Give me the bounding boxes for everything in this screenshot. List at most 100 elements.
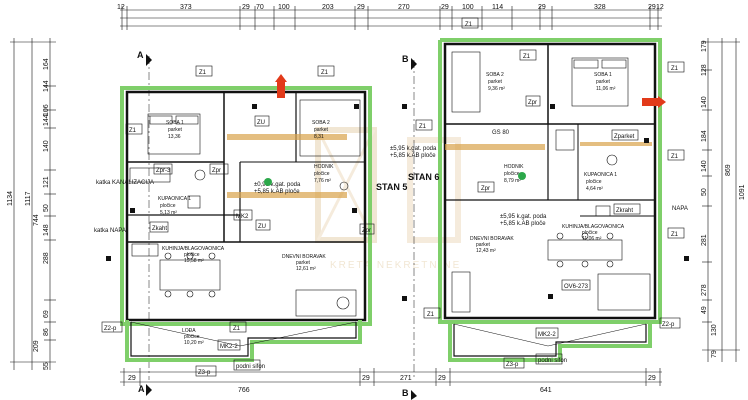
room-area-lodja-left: 10,20 m² (184, 340, 204, 346)
tag-z1: Z1 (465, 22, 473, 28)
tag-katka-napa: katka NAPA (94, 228, 126, 234)
room-name-kuhinja-left: KUHINJA/BLAGOVAONICA (162, 246, 225, 252)
room-name-boravak-right: DNEVNI BORAVAK (470, 236, 514, 242)
tag-zparket: Zparket (614, 134, 635, 140)
room-floor-soba1-left: parket (168, 127, 183, 133)
level-mid-1: ±5,95 k.gat. poda (390, 146, 437, 152)
column-markers (106, 104, 689, 301)
bottom-dimension-values: 29 766 29 271 29 641 29 (128, 375, 656, 394)
tag-podni-sifon: podni sifon (538, 358, 567, 364)
dim-right-10: 49 (701, 306, 708, 314)
tag-z1: Z1 (671, 232, 679, 238)
apartment-label-right: STAN 6 (408, 172, 439, 182)
room-name-soba2-right: SOBA 2 (486, 72, 504, 78)
tag-z1: Z1 (671, 66, 679, 72)
apartment-left-accents (227, 74, 347, 198)
shower-icon (555, 129, 575, 151)
dim-left-6: 144 (43, 114, 50, 126)
tag-z1: Z1 (321, 70, 329, 76)
dim-left-14: 209 (33, 340, 40, 352)
tag-zu: ZU (258, 224, 266, 230)
bed-icon (147, 113, 201, 155)
dim-right-1: 869 (725, 164, 732, 176)
level-left-1: ±0,95 k.gat. poda (254, 182, 301, 188)
room-floor-soba2-left: parket (314, 127, 329, 133)
tag-napa: NAPA (672, 206, 688, 212)
room-name-boravak-left: DNEVNI BORAVAK (282, 254, 326, 260)
dim-left-2: 744 (33, 214, 40, 226)
tag-mk22: MK2-2 (538, 332, 556, 338)
bathtub-icon (129, 167, 171, 183)
toilet-icon (606, 154, 618, 166)
tag-z1: Z1 (419, 124, 427, 130)
tag-z2p: Z2-p (662, 322, 675, 328)
section-arrow-icon (146, 384, 152, 396)
left-dimension-values: 1134 1117 744 164 144 106 144 140 121 50… (7, 58, 50, 370)
top-dimension-lines (120, 6, 662, 30)
tag-ov6: OV6-273 (564, 284, 589, 290)
room-area-boravak-left: 12,61 m² (296, 266, 316, 272)
tag-z1: Z1 (129, 128, 137, 134)
dim-left-0: 1134 (7, 191, 14, 206)
section-markers: A A B B (137, 50, 417, 400)
room-floor-hodnik-left: pločice (314, 171, 330, 177)
watermark-text: KRETA NEKRETNINE (330, 260, 461, 271)
dim-right-12: 79 (711, 350, 718, 358)
dim-right-3: 128 (701, 64, 708, 76)
tag-podni-sifon: podni sifon (236, 364, 265, 370)
dim-right-0: 1091 (739, 184, 746, 200)
level-right-2: +5,85 k.AB ploče (500, 221, 546, 227)
apartment-right-walls (438, 38, 662, 362)
section-label-a-top: A (137, 50, 144, 60)
room-floor-kuhinja-right: pločice (582, 230, 598, 236)
section-arrow-icon (411, 390, 417, 400)
room-area-hodnik-right: 8,79 m² (504, 178, 521, 184)
bottom-dimension-lines (120, 368, 662, 386)
tag-z1: Z1 (199, 70, 207, 76)
room-name-soba1-right: SOBA 1 (594, 72, 612, 78)
dim-left-9: 50 (43, 204, 50, 212)
door-swing-icon (339, 181, 349, 191)
room-floor-soba2-right: parket (488, 79, 503, 85)
room-name-hodnik-left: HODNIK (314, 164, 334, 170)
tag-zpr: Zpr (481, 186, 490, 192)
room-floor-kupaonica-left: pločice (160, 203, 176, 209)
dim-top-7: 270 (398, 4, 410, 11)
dim-left-13: 86 (43, 328, 50, 336)
vent-pipe-icon (277, 80, 285, 98)
dim-right-9: 278 (701, 284, 708, 296)
dim-top-2: 29 (242, 4, 250, 11)
room-area-kuhinja-left: 15,58 m² (184, 258, 204, 264)
dim-top-3: 70 (256, 4, 264, 11)
tag-z3p: Z3-p (506, 362, 519, 368)
room-name-kupaonica-left: KUPAONICA 1 (158, 196, 191, 202)
toilet-icon (194, 169, 206, 181)
tag-z1: Z1 (523, 54, 531, 60)
wardrobe-icon (451, 51, 481, 113)
dim-right-4: 140 (701, 96, 708, 108)
dim-top-11: 29 (538, 4, 546, 11)
section-label-b-bottom: B (402, 388, 409, 398)
dim-left-1: 1117 (25, 191, 32, 206)
level-marker-icon (518, 172, 526, 180)
tag-z3p: Z3-p (198, 370, 211, 376)
dim-top-1: 373 (180, 4, 192, 11)
room-area-kupaonica-left: 5,13 m² (160, 210, 177, 216)
room-area-soba1-right: 11,06 m² (596, 86, 616, 92)
kitchen-counter-icon (597, 273, 651, 311)
room-floor-kupaonica-right: pločice (586, 179, 602, 185)
wardrobe-icon (299, 99, 361, 157)
tag-z2p: Z2-p (104, 326, 117, 332)
room-floor-boravak-right: parket (476, 242, 491, 248)
dim-right-5: 184 (701, 130, 708, 142)
room-floor-lodja-left: pločice (184, 334, 200, 340)
dining-table-icon (547, 239, 623, 261)
room-name-lodja-left: LOĐA (182, 328, 196, 334)
section-label-a-bottom: A (138, 384, 145, 394)
room-labels-left: SOBA 1 parket 13,36 SOBA 2 parket 8,31 H… (158, 120, 407, 346)
dim-bottom-4: 29 (438, 375, 446, 382)
dim-top-13: 29 (648, 4, 656, 11)
level-left-2: +5,85 k.AB ploče (254, 189, 300, 195)
tag-z1: Z1 (427, 312, 435, 318)
